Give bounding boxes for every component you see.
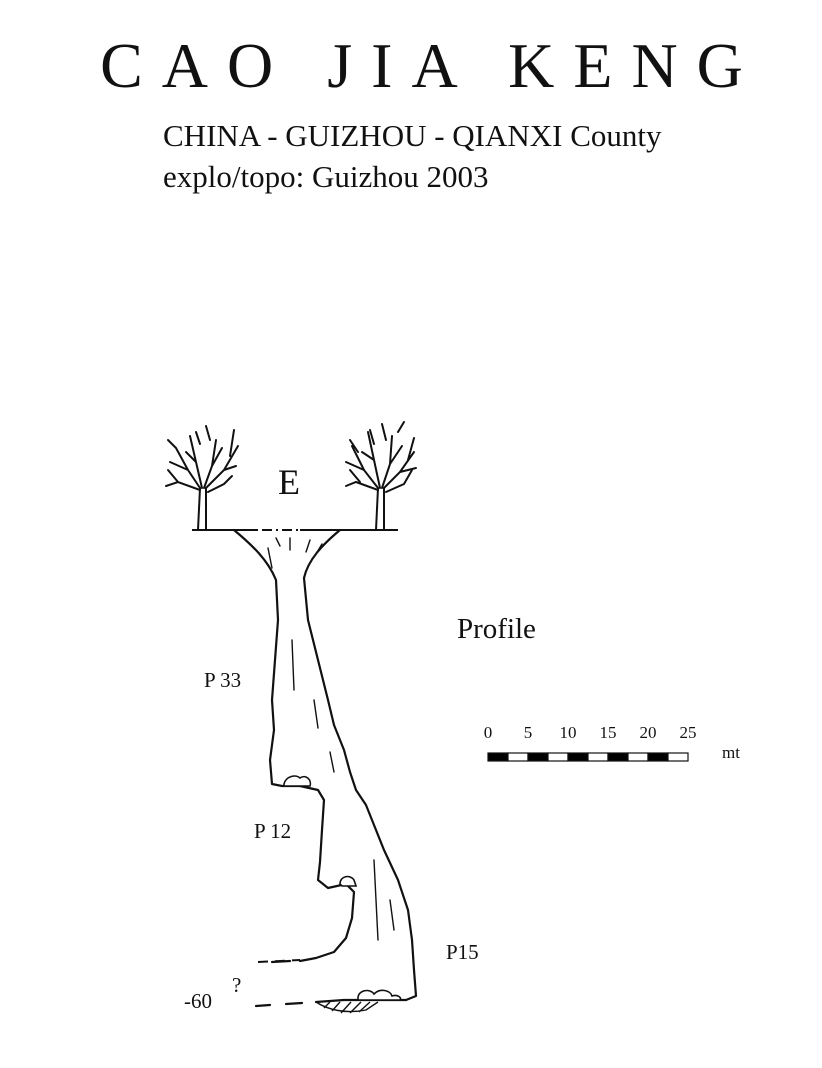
depth-label: -60 xyxy=(184,989,212,1013)
scale-segment xyxy=(507,752,529,762)
scale-segment xyxy=(607,752,629,762)
scale-segment xyxy=(667,752,689,762)
unknown-mark: ? xyxy=(232,973,241,997)
scale-segment xyxy=(567,752,589,762)
scale-segment xyxy=(547,752,569,762)
floor-sediment xyxy=(315,1001,379,1014)
boulders xyxy=(283,775,402,1001)
scale-segment xyxy=(647,752,669,762)
location-line: CHINA - GUIZHOU - QIANXI County xyxy=(163,118,662,153)
pitch-label-p15: P15 xyxy=(446,940,479,964)
scale-tick-label: 10 xyxy=(560,723,577,742)
cave-walls xyxy=(232,528,418,1008)
tree-left-icon xyxy=(165,425,239,531)
scale-segments xyxy=(487,752,689,762)
unexplored-passage xyxy=(257,959,301,963)
scale-tick-label: 20 xyxy=(640,723,657,742)
scale-tick-label: 25 xyxy=(680,723,697,742)
pitch-label-p12: P 12 xyxy=(254,819,291,843)
scale-tick-labels: 0 5 10 15 20 25 xyxy=(484,723,697,742)
scale-tick-label: 5 xyxy=(524,723,533,742)
scale-segment xyxy=(627,752,649,762)
scale-tick-label: 0 xyxy=(484,723,493,742)
tree-right-icon xyxy=(345,421,417,531)
profile-label: Profile xyxy=(457,613,536,645)
scale-unit-label: mt xyxy=(722,743,740,762)
scale-segment xyxy=(487,752,509,762)
pitch-label-p33: P 33 xyxy=(204,668,241,692)
scale-tick-label: 15 xyxy=(600,723,617,742)
scale-segment xyxy=(587,752,609,762)
scale-segment xyxy=(527,752,549,762)
exploration-credit: explo/topo: Guizhou 2003 xyxy=(163,159,489,194)
entrance-label: E xyxy=(278,462,300,502)
scale-bar: 0 5 10 15 20 25 mt xyxy=(484,723,740,762)
shaft-wall-marks xyxy=(267,537,395,941)
survey-title: CAO JIA KENG xyxy=(100,30,762,101)
